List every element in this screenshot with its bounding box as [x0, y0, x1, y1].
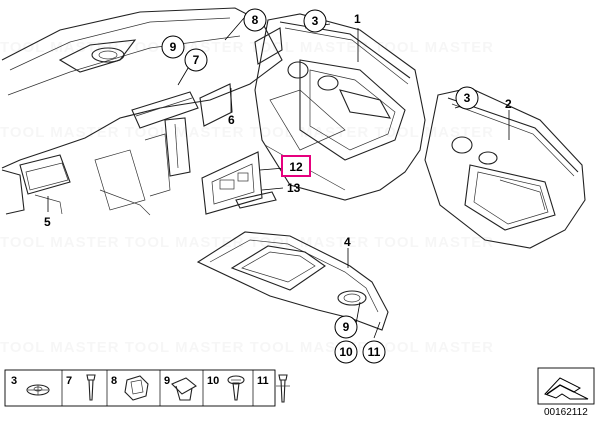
- svg-text:7: 7: [193, 53, 200, 67]
- clip-nut-icon: [171, 377, 197, 401]
- callout-9-dashboard: 9: [161, 35, 185, 59]
- rear-door-drawing: [424, 87, 586, 249]
- callout-6: 6: [228, 113, 235, 127]
- callout-3-door: 3: [303, 9, 327, 33]
- legend-num-11: 11: [257, 375, 269, 387]
- callout-4: 4: [344, 235, 351, 249]
- legend-strip: 3 7 8 9 10 11: [4, 369, 290, 407]
- callout-8: 8: [243, 8, 267, 32]
- legend-num-10: 10: [207, 375, 219, 387]
- callout-13: 13: [287, 181, 301, 195]
- expanding-rivet-icon: [86, 374, 96, 401]
- trim-panel-drawing: [201, 151, 277, 215]
- svg-text:12: 12: [289, 160, 303, 174]
- console-trim-drawing: [196, 231, 389, 331]
- svg-text:3: 3: [312, 14, 319, 28]
- callout-1: 1: [354, 12, 361, 26]
- callout-5: 5: [44, 215, 51, 229]
- callout-9-console: 9: [334, 315, 358, 339]
- svg-text:9: 9: [343, 320, 350, 334]
- legend-num-3: 3: [11, 375, 17, 387]
- callout-7: 7: [184, 48, 208, 72]
- dashboard-drawing: [1, 7, 283, 216]
- callout-3-rear-door: 3: [455, 86, 479, 110]
- legend-num-9: 9: [164, 375, 170, 387]
- arrow-direction-icon: [537, 367, 595, 405]
- svg-text:3: 3: [464, 91, 471, 105]
- legend-num-7: 7: [66, 375, 72, 387]
- expanding-rivet-long-icon: [276, 374, 290, 403]
- callout-2: 2: [505, 97, 512, 111]
- svg-text:9: 9: [170, 40, 177, 54]
- catalog-number: 00162112: [544, 407, 588, 418]
- screw-icon: [227, 375, 245, 401]
- svg-text:8: 8: [252, 13, 259, 27]
- front-door-drawing: [254, 13, 426, 201]
- svg-text:TOOL MASTER TOOL MASTER TOOL: TOOL MASTER TOOL MASTER TOOL MASTER TOOL…: [0, 234, 494, 251]
- svg-text:10: 10: [339, 345, 353, 359]
- clip-disc-icon: [26, 384, 50, 396]
- spring-clip-icon: [124, 375, 149, 401]
- legend-num-8: 8: [111, 375, 117, 387]
- svg-text:11: 11: [368, 345, 381, 359]
- callout-11: 11: [362, 340, 386, 364]
- callout-10: 10: [334, 340, 358, 364]
- svg-text:TOOL MASTER TOOL MASTER TOOL: TOOL MASTER TOOL MASTER TOOL MASTER TOOL…: [0, 339, 494, 356]
- leader-lines: [47, 17, 510, 339]
- svg-text:TOOL MASTER TOOL MASTER TOOL: TOOL MASTER TOOL MASTER TOOL MASTER TOOL…: [0, 124, 494, 141]
- callout-12-highlight[interactable]: 12: [281, 155, 311, 177]
